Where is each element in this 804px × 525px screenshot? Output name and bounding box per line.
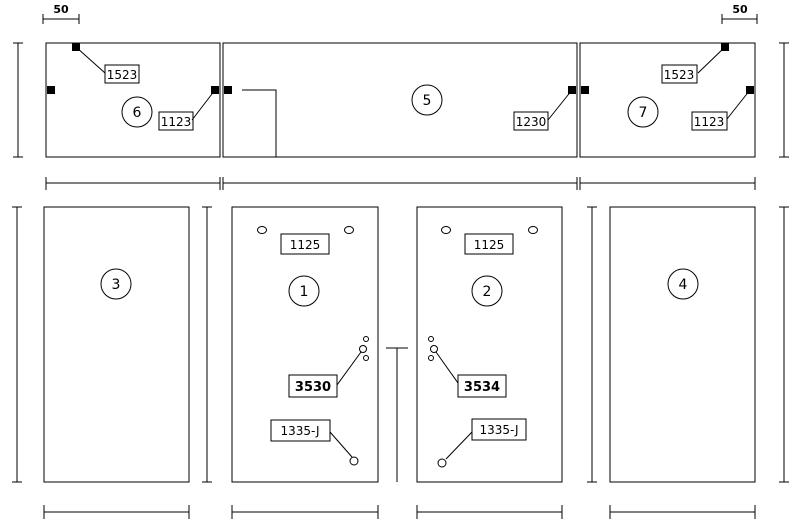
panel-6-circle	[121, 96, 153, 128]
code-p2-mid: 3534	[464, 380, 500, 395]
dimension-top-widths	[45, 177, 756, 190]
panel-1	[231, 206, 379, 483]
panel-2-holes	[428, 226, 538, 468]
panel-3	[43, 206, 190, 483]
dimension-bottom-widths	[43, 505, 756, 519]
code-box-p1-mid	[288, 374, 338, 398]
panel-3-circle	[100, 268, 132, 300]
code-box-p1-top	[280, 233, 330, 255]
dimension-right-top-height	[779, 42, 789, 158]
code-p1-bottom: 1335-J	[280, 424, 319, 438]
code-box-p2-bottom	[471, 418, 527, 441]
leader-lines	[75, 46, 751, 460]
panel-1-number: 1	[300, 284, 309, 300]
panel-7-circle	[627, 96, 659, 128]
code-p7-top: 1523	[664, 68, 695, 82]
code-box-p7-right	[691, 111, 728, 131]
code-box-p5-right	[513, 111, 549, 131]
dimension-right-label: 50	[732, 3, 748, 16]
panel-7	[579, 42, 756, 158]
code-p2-bottom: 1335-J	[479, 423, 518, 437]
panel-5	[222, 42, 578, 158]
code-box-p2-mid	[457, 374, 507, 398]
code-box-p1-bottom	[270, 419, 331, 442]
code-box-p6-top	[104, 64, 140, 84]
dimension-left-label: 50	[53, 3, 69, 16]
panel-5-number: 5	[423, 93, 432, 109]
dimension-left-top-height	[13, 42, 23, 158]
code-p5-right: 1230	[516, 115, 547, 129]
panel-6-number: 6	[133, 105, 142, 121]
dimension-left-50	[42, 14, 80, 24]
code-p1-mid: 3530	[295, 380, 331, 395]
panel-1-holes	[257, 226, 369, 466]
code-p6-top: 1523	[107, 68, 138, 82]
dimension-bottom-heights	[12, 206, 789, 483]
code-box-p2-top	[464, 233, 514, 255]
panel-2	[416, 206, 563, 483]
panel-6	[45, 42, 221, 158]
panel-2-number: 2	[483, 284, 492, 300]
panel-1-circle	[288, 275, 320, 307]
panel-2-circle	[471, 275, 503, 307]
code-p2-top: 1125	[474, 238, 505, 252]
code-box-p7-top	[661, 64, 698, 84]
panel-4-circle	[667, 268, 699, 300]
panel-3-number: 3	[112, 277, 121, 293]
panel-4	[609, 206, 756, 483]
dimension-right-50	[721, 14, 758, 24]
panel-4-number: 4	[679, 277, 688, 293]
panel-5-circle	[411, 84, 443, 116]
hinge-markers	[47, 43, 754, 94]
code-p6-right: 1123	[161, 115, 192, 129]
panel-7-number: 7	[639, 105, 648, 121]
code-box-p6-right	[158, 111, 194, 131]
panel-5-bracket	[242, 89, 277, 157]
code-p7-right: 1123	[694, 115, 725, 129]
code-p1-top: 1125	[290, 238, 321, 252]
